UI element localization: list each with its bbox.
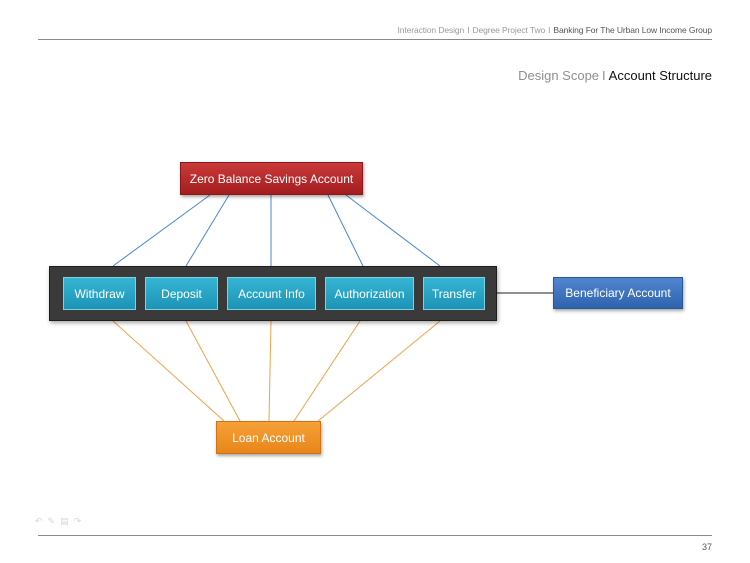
breadcrumb-topic: Banking For The Urban Low Income Group: [553, 25, 712, 35]
savings-to-actions-links: [112, 194, 441, 267]
action-withdraw: Withdraw: [63, 277, 136, 310]
link-savings-transfer: [345, 194, 441, 267]
zero-balance-savings-account-node: Zero Balance Savings Account: [180, 162, 363, 195]
action-transfer-label: Transfer: [431, 286, 477, 301]
forward-arrow-icon[interactable]: ↷: [73, 516, 82, 526]
page-title-section: Design Scope: [518, 68, 600, 83]
page-title-text: Account Structure: [608, 68, 712, 83]
action-account-info: Account Info: [227, 277, 316, 310]
breadcrumb-separator: I: [548, 25, 551, 35]
breadcrumb-separator: I: [467, 25, 470, 35]
page-number: 37: [701, 542, 712, 552]
header-divider: [38, 39, 712, 40]
page-title-separator: I: [602, 68, 606, 83]
menu-icon[interactable]: ▤: [60, 516, 69, 526]
breadcrumb-project: Degree Project Two: [472, 25, 546, 35]
link-withdraw-loan: [112, 320, 225, 422]
back-arrow-icon[interactable]: ↶: [35, 516, 43, 526]
link-savings-authorization: [327, 194, 364, 267]
pencil-icon[interactable]: ✎: [47, 516, 56, 526]
slide-navigation: ↶ ✎ ▤ ↷: [35, 516, 81, 526]
beneficiary-account-label: Beneficiary Account: [565, 286, 671, 300]
actions-to-loan-links: [112, 320, 441, 422]
account-actions-bar: Withdraw Deposit Account Info Authorizat…: [49, 266, 497, 321]
action-account-info-label: Account Info: [238, 286, 305, 301]
footer-divider: [38, 535, 712, 536]
action-authorization: Authorization: [325, 277, 414, 310]
link-deposit-loan: [185, 320, 241, 422]
loan-account-label: Loan Account: [232, 430, 305, 445]
action-transfer: Transfer: [423, 277, 485, 310]
loan-account-node: Loan Account: [216, 421, 321, 454]
link-savings-deposit: [185, 194, 230, 267]
link-transfer-loan: [317, 320, 441, 422]
link-authorization-loan: [293, 320, 361, 422]
action-authorization-label: Authorization: [334, 286, 405, 301]
breadcrumb-course: Interaction Design: [397, 25, 465, 35]
action-withdraw-label: Withdraw: [74, 286, 125, 301]
link-savings-withdraw: [112, 194, 211, 267]
action-deposit: Deposit: [145, 277, 218, 310]
link-account-info-loan: [268, 320, 272, 422]
action-deposit-label: Deposit: [161, 286, 202, 301]
beneficiary-account-node: Beneficiary Account: [553, 277, 683, 309]
zero-balance-savings-account-label: Zero Balance Savings Account: [189, 171, 354, 186]
